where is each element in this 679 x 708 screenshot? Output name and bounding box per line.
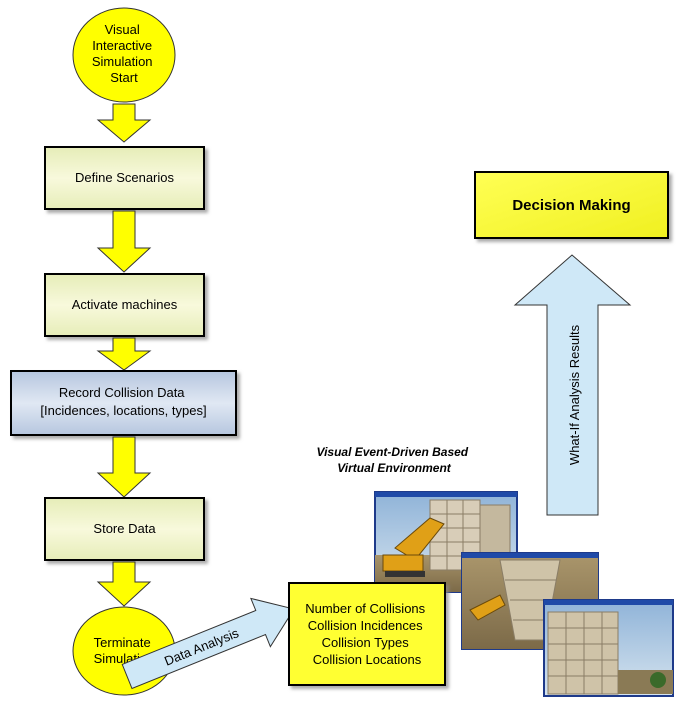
define-scenarios-label: Define Scenarios: [75, 170, 174, 185]
start-line-4: Start: [110, 70, 138, 85]
virtual-env-caption-line-2: Virtual Environment: [337, 461, 452, 475]
define-scenarios-box: [44, 146, 205, 210]
results-line-2: Collision Incidences: [308, 618, 423, 633]
down-arrow-3: [96, 337, 152, 371]
results-line-4: Collision Locations: [313, 652, 422, 667]
virtual-env-screenshot-3: [543, 599, 674, 697]
record-collision-box: [10, 370, 237, 436]
what-if-arrow: What-If Analysis Results: [513, 254, 632, 516]
results-line-1: Number of Collisions: [305, 601, 425, 616]
start-node: Visual Interactive Simulation Start: [72, 7, 176, 103]
collision-results-box: [288, 582, 446, 686]
svg-text:Visual Event-Driven Based: Visual Event-Driven Based Virtual Enviro…: [317, 445, 472, 475]
svg-text:Visual Interactive: Visual Interactive Simulation Start: [92, 22, 156, 85]
svg-text:Record Collision Data [Inc: Record Collision Data [Incidences, locat…: [40, 385, 206, 418]
terminate-line-1: Terminate: [94, 635, 151, 650]
record-line-1: Record Collision Data: [59, 385, 185, 400]
decision-making-label: Decision Making: [512, 197, 630, 214]
activate-machines-box: [44, 273, 205, 337]
down-arrow-4: [96, 436, 152, 498]
start-line-1: Visual: [105, 22, 140, 37]
start-line-3: Simulation: [92, 54, 153, 69]
down-arrow-2: [96, 210, 152, 273]
record-line-2: [Incidences, locations, types]: [40, 403, 206, 418]
svg-text:Number of Collisions Colli: Number of Collisions Collision Incidence…: [305, 601, 429, 667]
down-arrow-1: [96, 103, 152, 143]
start-line-2: Interactive: [92, 38, 152, 53]
results-line-3: Collision Types: [322, 635, 410, 650]
store-data-label: Store Data: [93, 521, 156, 536]
activate-machines-label: Activate machines: [72, 297, 178, 312]
what-if-label: What-If Analysis Results: [567, 324, 582, 465]
down-arrow-5: [96, 561, 152, 607]
decision-making-box: [474, 171, 669, 239]
virtual-env-caption-line-1: Visual Event-Driven Based: [317, 445, 469, 459]
store-data-box: [44, 497, 205, 561]
